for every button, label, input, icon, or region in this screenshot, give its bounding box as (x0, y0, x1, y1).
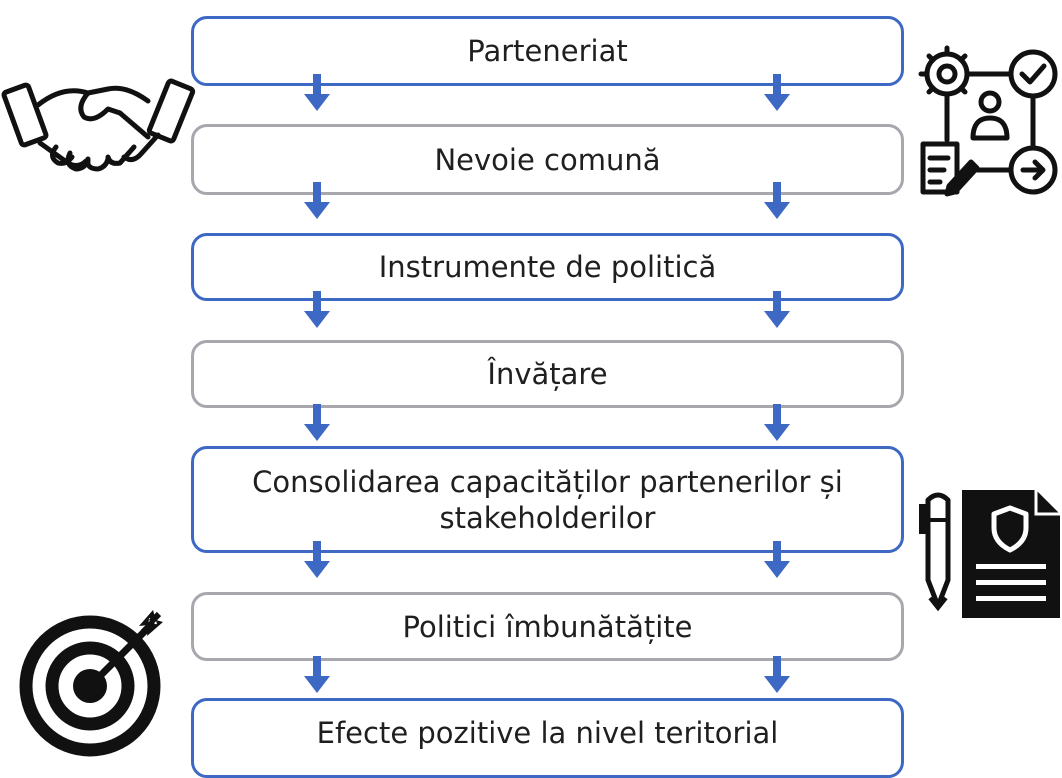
step-label: Consolidarea capacităților partenerilor … (252, 464, 843, 535)
step-consolidarea-capacitatilor: Consolidarea capacităților partenerilor … (191, 446, 904, 553)
step-label: Instrumente de politică (378, 250, 717, 284)
arrow-right-5 (764, 541, 790, 578)
arrow-right-1 (764, 74, 790, 111)
step-instrumente-de-politica: Instrumente de politică (191, 233, 904, 301)
step-nevoie-comuna: Nevoie comună (191, 124, 904, 195)
handshake-icon (1, 78, 196, 172)
flow-diagram: Parteneriat Nevoie comună Instrumente de… (1, 16, 1060, 778)
target-icon (19, 610, 163, 757)
arrow-left-5 (304, 541, 330, 578)
step-label: Învățare (487, 357, 608, 391)
arrow-right-3 (764, 291, 790, 328)
arrow-left-6 (304, 656, 330, 693)
step-invatare: Învățare (191, 340, 904, 408)
step-label: Nevoie comună (434, 142, 661, 177)
step-politici-imbunatatite: Politici îmbunătățite (191, 592, 904, 661)
arrow-left-2 (304, 182, 330, 219)
step-label: Politici îmbunătățite (402, 609, 693, 644)
arrow-left-4 (304, 404, 330, 441)
step-label: Parteneriat (467, 34, 628, 68)
arrow-right-2 (764, 182, 790, 219)
step-parteneriat: Parteneriat (191, 16, 904, 86)
arrow-left-3 (304, 291, 330, 328)
arrow-left-1 (304, 74, 330, 111)
arrow-right-4 (764, 404, 790, 441)
arrow-right-6 (764, 656, 790, 693)
process-workflow-icon (918, 45, 1058, 197)
step-label: Efecte pozitive la nivel teritorial (316, 716, 779, 750)
document-pen-icon (919, 490, 1060, 618)
